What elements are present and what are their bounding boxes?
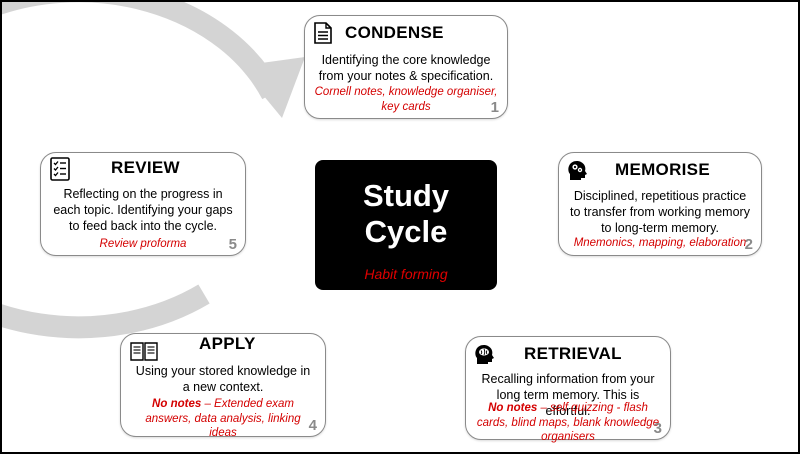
step-description: Using your stored knowledge in a new con… [135,364,311,394]
cycle-arrowhead [239,57,305,118]
step-title: MEMORISE [615,160,710,179]
step-number: 5 [228,236,237,253]
step-number: 4 [308,417,317,434]
step-title: CONDENSE [345,23,444,42]
step-description: Disciplined, repetitious practice to tra… [570,189,750,235]
step-tools: Cornell notes, knowledge organiser, key … [314,86,498,113]
step-card-memorise: MEMORISE Disciplined, repetitious practi… [558,152,762,256]
open-book-icon [130,342,158,361]
step-number: 2 [744,236,753,253]
step-number: 1 [490,99,499,116]
step-tools: Review proforma [99,238,187,250]
step-description: Reflecting on the progress in each topic… [53,187,233,233]
step-title: APPLY [199,334,256,353]
step-title: RETRIEVAL [524,344,622,363]
center-title-line2: Cycle [364,214,448,249]
center-title-line1: Study [362,178,450,213]
document-icon [314,22,332,44]
head-gears-icon [568,161,587,180]
step-tools: No notes – Extended exam answers, data a… [145,398,301,439]
step-description: Recalling information from your long ter… [481,372,655,418]
step-title: REVIEW [111,158,180,177]
head-brain-icon [475,345,494,364]
step-card-apply: APPLY Using your stored knowledge in a n… [120,333,326,439]
step-description: Identifying the core knowledge from your… [318,53,494,83]
checklist-icon [50,157,70,181]
center-subtitle: Habit forming [364,266,448,282]
step-tools: Mnemonics, mapping, elaboration [573,237,747,249]
cycle-ring [2,2,282,339]
step-card-review: REVIEW Reflecting on the progress in eac… [40,152,246,256]
step-card-retrieval: RETRIEVAL Recalling information from you… [465,336,671,443]
center-title: Study Cycle [315,178,497,250]
step-card-condense: CONDENSE Identifying the core knowledge … [304,15,508,119]
center-box: Study Cycle Habit forming [315,160,497,290]
step-tools: No notes – self quizzing - flash cards, … [476,402,660,443]
step-number: 3 [653,420,662,437]
